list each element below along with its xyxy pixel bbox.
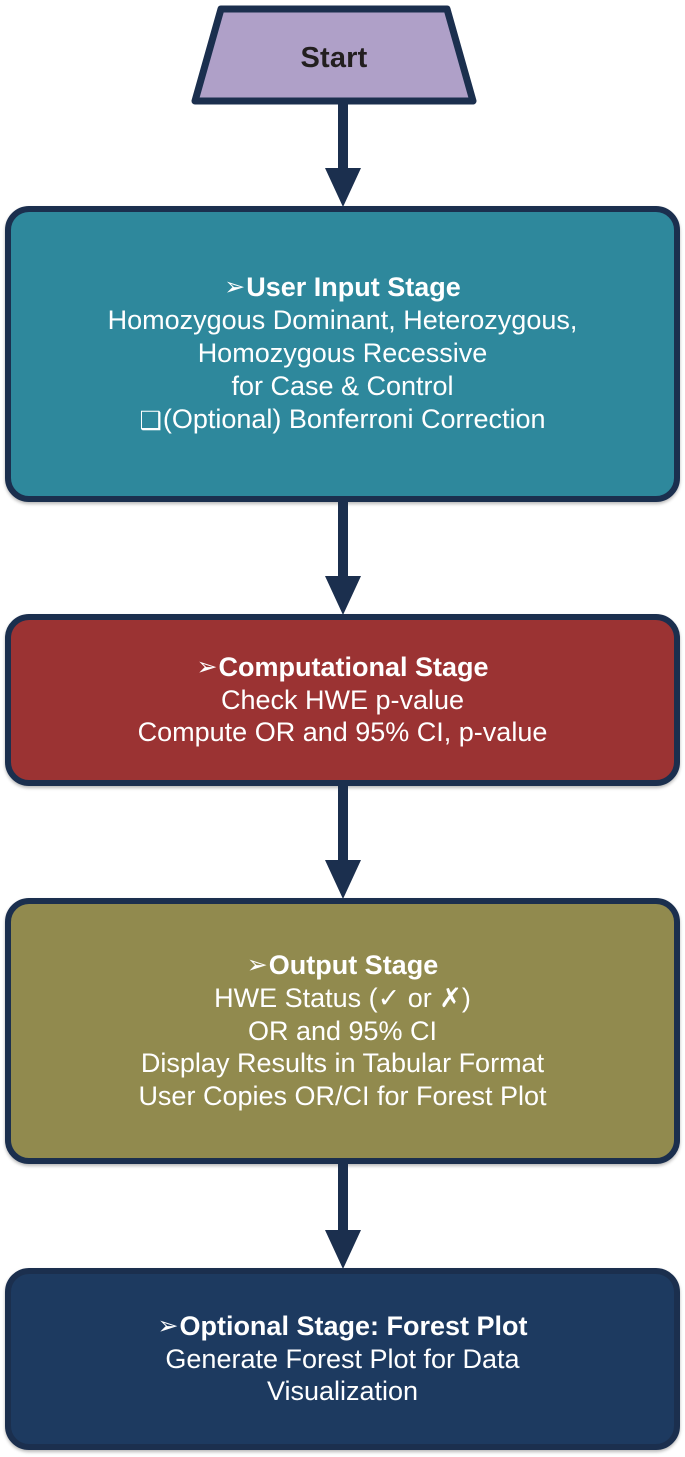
user-input-optional-line: ❑(Optional) Bonferroni Correction: [139, 403, 545, 437]
output-stage-title-text: Output Stage: [268, 949, 439, 980]
start-trapezoid-shape: [191, 5, 477, 105]
start-node[interactable]: Start: [190, 4, 478, 106]
computational-line-1: Check HWE p-value: [220, 684, 465, 715]
user-input-stage-title: ➢User Input Stage: [224, 271, 461, 304]
computational-stage-title-text: Computational Stage: [218, 651, 489, 682]
start-label: Start: [300, 41, 368, 74]
node-computational-stage[interactable]: ➢Computational Stage Check HWE p-value C…: [5, 614, 680, 786]
arrow-down-icon: [325, 102, 361, 207]
arrow-down-icon: [325, 782, 361, 899]
forest-line-2: Visualization: [266, 1376, 419, 1407]
computational-line-2: Compute OR and 95% CI, p-value: [137, 717, 548, 748]
arrow-down-icon: [325, 1160, 361, 1269]
user-input-optional-text: (Optional) Bonferroni Correction: [162, 404, 546, 435]
connector-arrow-start-to-user-input: [322, 102, 364, 210]
connector-arrow-output-to-forest: [322, 1160, 364, 1272]
connector-arrow-computational-to-output: [322, 782, 364, 902]
output-line-2: OR and 95% CI: [247, 1015, 438, 1046]
user-input-line-3: for Case & Control: [231, 371, 454, 402]
output-line-1: HWE Status (✓ or ✗): [214, 982, 471, 1013]
forest-stage-title: ➢Optional Stage: Forest Plot: [158, 1310, 528, 1343]
output-line-3: Display Results in Tabular Format: [140, 1048, 545, 1079]
output-stage-title: ➢Output Stage: [247, 949, 438, 982]
arrow-bullet-icon: ➢: [246, 950, 268, 979]
arrow-bullet-icon: ➢: [196, 652, 218, 681]
connector-arrow-user-input-to-computational: [322, 498, 364, 618]
node-forest-plot-stage[interactable]: ➢Optional Stage: Forest Plot Generate Fo…: [5, 1268, 680, 1450]
node-output-stage[interactable]: ➢Output Stage HWE Status (✓ or ✗) OR and…: [5, 898, 680, 1164]
computational-stage-title: ➢Computational Stage: [197, 651, 489, 684]
arrow-down-icon: [325, 498, 361, 615]
checkbox-bullet-icon: ❑: [139, 407, 162, 436]
node-user-input-stage[interactable]: ➢User Input Stage Homozygous Dominant, H…: [5, 206, 680, 502]
output-line-4: User Copies OR/CI for Forest Plot: [138, 1081, 547, 1112]
forest-stage-title-text: Optional Stage: Forest Plot: [179, 1310, 528, 1341]
arrow-bullet-icon: ➢: [224, 273, 246, 302]
forest-line-1: Generate Forest Plot for Data: [165, 1343, 520, 1374]
user-input-line-1: Homozygous Dominant, Heterozygous,: [107, 305, 578, 336]
arrow-bullet-icon: ➢: [157, 1311, 179, 1340]
user-input-stage-title-text: User Input Stage: [246, 272, 461, 303]
user-input-line-2: Homozygous Recessive: [197, 338, 488, 369]
